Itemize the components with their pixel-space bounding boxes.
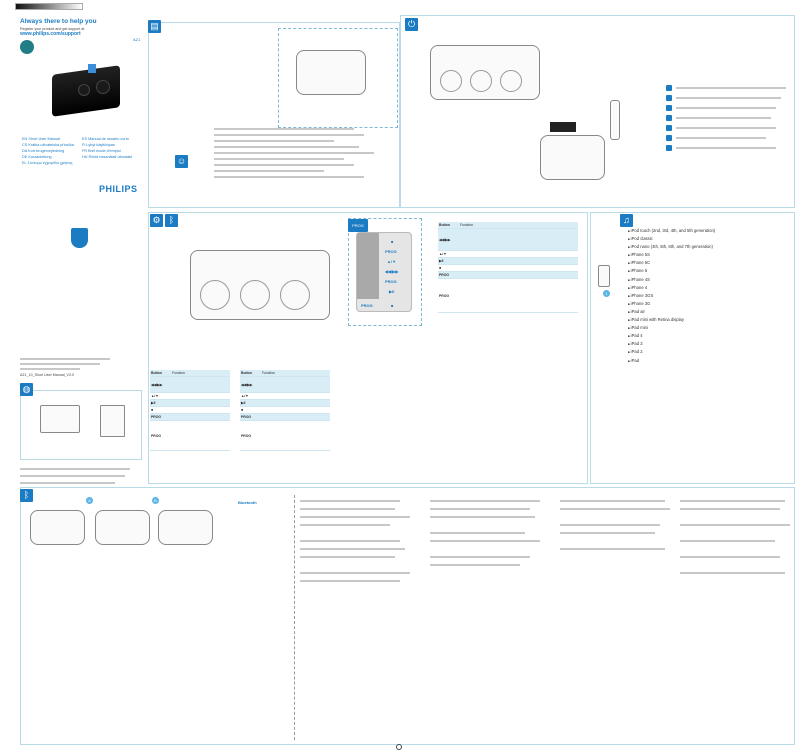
unit-illustration-frame	[278, 28, 398, 128]
remote-button-stop[interactable]: ■	[391, 239, 394, 244]
cover-title: Always there to help you	[20, 18, 97, 25]
remote-button-prog[interactable]: PROG	[385, 249, 397, 254]
bluetooth-heading: Bluetooth	[238, 500, 257, 505]
register-text: Register your product and get support at	[20, 27, 85, 31]
box-contents-icon: ▤	[148, 20, 161, 33]
manual-document-illustration	[100, 405, 125, 437]
remote-button-up-down[interactable]: ▲/▼	[387, 259, 397, 264]
display-callout	[550, 122, 576, 132]
unit-illustration	[296, 50, 366, 95]
unit-illustration	[95, 510, 150, 545]
bluetooth-section-icon: ᛒ	[20, 489, 33, 502]
phone-on-dock	[88, 64, 96, 73]
remote-frame	[348, 218, 422, 326]
section-a-badge: A	[86, 497, 93, 504]
online-manual-panel	[20, 390, 142, 460]
unit-illustration	[158, 510, 213, 545]
music-note-icon: ♫	[620, 214, 633, 227]
compatibility-panel	[590, 212, 795, 484]
philips-logo: PHILIPS	[99, 184, 138, 194]
power-panel	[400, 15, 795, 208]
speaker	[96, 80, 110, 94]
controls-panel	[148, 212, 588, 484]
model-number: AZ1	[133, 37, 141, 42]
settings-icon: ⚙	[150, 214, 163, 227]
speaker	[470, 70, 492, 92]
register-badge	[20, 40, 34, 54]
philips-shield-logo	[71, 228, 88, 248]
remote-bottom-stop[interactable]: ■	[391, 303, 394, 308]
footer-code: AZ1_10_Short User Manual_V3.0	[20, 373, 74, 377]
speaker	[200, 280, 230, 310]
remote-button-prog-2[interactable]: PROG	[385, 279, 397, 284]
remote-button-prev-next[interactable]: ◀◀/▶▶	[385, 269, 399, 274]
registration-mark	[396, 744, 402, 750]
bluetooth-panel	[20, 487, 795, 745]
box-contents-panel	[148, 22, 400, 208]
column-divider	[294, 495, 295, 740]
iphone-illustration	[598, 265, 610, 287]
section-b-badge: B	[152, 497, 159, 504]
unit-display-illustration	[540, 135, 605, 180]
globe-icon: ◍	[20, 383, 33, 396]
speaker	[500, 70, 522, 92]
support-url[interactable]: www.philips.com/support	[20, 31, 81, 37]
remote-button-play-pause[interactable]: ▶II	[389, 289, 395, 294]
reader-icon: ☺	[175, 155, 188, 168]
speaker	[78, 84, 90, 96]
bluetooth-icon: ᛒ	[165, 214, 178, 227]
unit-illustration	[30, 510, 85, 545]
speaker	[440, 70, 462, 92]
prog-badge: PROG	[348, 219, 368, 232]
compatible-devices-list: iPod touch (2nd, 3rd, 4th, and 5th gener…	[628, 227, 716, 365]
speaker	[280, 280, 310, 310]
speaker	[240, 280, 270, 310]
remote-panel: ■ PROG ▲/▼ ◀◀/▶▶ PROG ▶II PROG ■	[356, 232, 412, 312]
color-calibration-bar	[15, 3, 83, 10]
laptop-illustration	[40, 405, 80, 433]
power-cable-illustration	[610, 100, 620, 140]
remote-bottom-prog[interactable]: PROG	[361, 303, 373, 308]
power-icon: ⏻	[405, 18, 418, 31]
